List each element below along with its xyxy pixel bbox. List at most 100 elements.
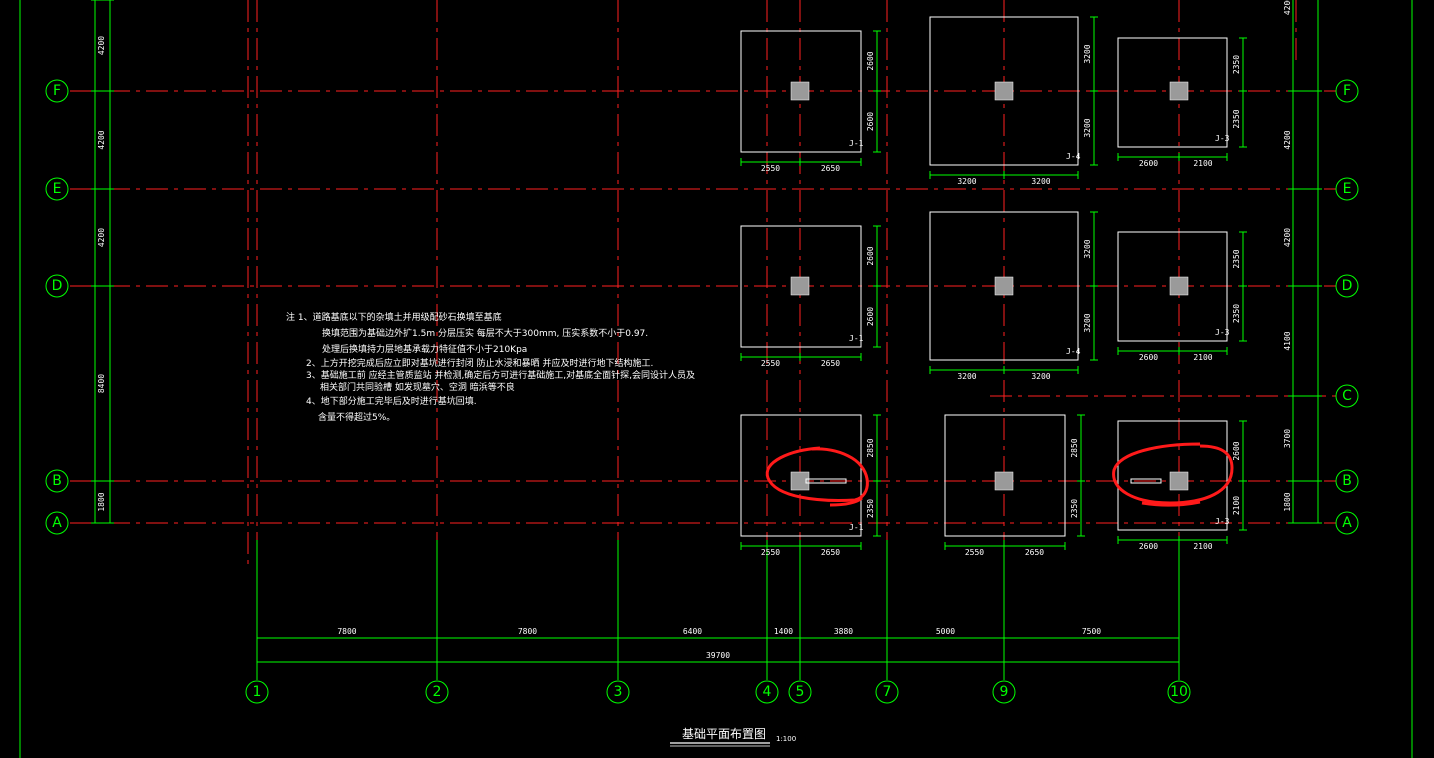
axis-bubble-D: [45, 274, 69, 298]
note-line: 换填范围为基础边外扩1.5m 分层压实 每层不大于300mm, 压实系数不小于0…: [322, 327, 648, 339]
footing-h-label: 2650: [1025, 548, 1044, 557]
footing-id: J-3: [1215, 328, 1230, 337]
axis-label-D: D: [1342, 278, 1353, 294]
note-line: 处理后换填持力层地基承载力特征值不小于210Kpa: [322, 343, 527, 355]
axis-bubble-F: [1335, 79, 1359, 103]
axis-label-B: B: [1342, 473, 1352, 489]
note-line: 4、地下部分施工完毕后及时进行基坑回填.: [306, 395, 477, 407]
footing-h-label: 2650: [821, 164, 840, 173]
axis-label-C: C: [1342, 388, 1352, 404]
footing-h-label: 2550: [761, 164, 780, 173]
footing-v-label: 2600: [866, 307, 875, 326]
axis-label-E: E: [53, 181, 62, 197]
footing-v-label: 2350: [1232, 249, 1241, 268]
footing-id: J-3: [1215, 517, 1230, 526]
footing-outline: [1117, 37, 1228, 148]
bottom-dim-label: 5000: [936, 627, 955, 636]
footing-id: J-1: [849, 334, 864, 343]
axis-bubble-D: [1335, 274, 1359, 298]
footing-v-label: 2350: [1232, 109, 1241, 128]
footing-h-label: 2550: [965, 548, 984, 557]
drawing-title: 基础平面布置图: [682, 727, 766, 741]
axis-lines: [70, 0, 1336, 570]
footing-v-label: 3200: [1083, 118, 1092, 137]
left-dim-label: 1800: [97, 492, 106, 511]
footing-h-label: 2600: [1139, 542, 1158, 551]
right-dim-label: 4200: [1283, 0, 1292, 15]
footing-h-label: 2650: [821, 548, 840, 557]
footing-id: J-1: [849, 139, 864, 148]
axis-label-4: 4: [763, 684, 772, 700]
footing-h-label: 3200: [1031, 372, 1050, 381]
note-line: 2、上方开挖完成后应立即对基坑进行封闭 防止水浸和暴晒 并应及时进行地下结构施工…: [306, 357, 653, 369]
axis-label-A: A: [52, 515, 62, 531]
axis-bubble-E: [1335, 177, 1359, 201]
axis-label-3: 3: [614, 684, 623, 700]
drawing-title-block: 基础平面布置图 1:100: [670, 727, 796, 747]
right-dim-label: 4200: [1283, 228, 1292, 247]
footing-v-label: 2100: [1232, 496, 1241, 515]
footing-outline: [1117, 231, 1228, 342]
axis-label-9: 9: [1000, 684, 1009, 700]
note-line: 相关部门共同验槽 如发现墓穴、空洞 暗浜等不良: [320, 381, 515, 393]
footing-v-label: 3200: [1083, 44, 1092, 63]
axis-label-1: 1: [253, 684, 262, 700]
left-dim-label: 4200: [97, 36, 106, 55]
axis-label-B: B: [52, 473, 62, 489]
axis-label-2: 2: [433, 684, 442, 700]
footing-outline: [740, 225, 862, 348]
footing-h-label: 2550: [761, 359, 780, 368]
footing-h-label: 3200: [1031, 177, 1050, 186]
footing-id: J-1: [849, 523, 864, 532]
footing-outline: [944, 414, 1066, 537]
footing-outline: [929, 16, 1079, 166]
column-square: [790, 276, 810, 296]
footing-v-label: 2350: [1232, 55, 1241, 74]
footing-h-label: 2100: [1193, 353, 1212, 362]
footing-h-label: 3200: [957, 372, 976, 381]
footing-h-label: 2600: [1139, 353, 1158, 362]
axis-label-7: 7: [883, 684, 892, 700]
footing-h-label: 2550: [761, 548, 780, 557]
axis-label-D: D: [52, 278, 63, 294]
footing-outline: [740, 30, 862, 153]
bottom-total-label: 39700: [706, 651, 730, 660]
axis-label-E: E: [1343, 181, 1352, 197]
footing-v-label: 3200: [1083, 239, 1092, 258]
red-markup: [765, 442, 1234, 507]
column-square: [790, 471, 810, 491]
axis-bubble-A: [45, 511, 69, 535]
notes-block: 注 1、道路基底以下的杂填土并用级配砂石换填至基底 换填范围为基础边外扩1.5m…: [286, 311, 695, 423]
bottom-dim-label: 7500: [1082, 627, 1101, 636]
axis-label-10: 10: [1170, 684, 1188, 700]
axis-bubble-9: [992, 680, 1016, 704]
bottom-dim-label: 7800: [337, 627, 356, 636]
axis-bubble-3: [606, 680, 630, 704]
axis-bubble-F: [45, 79, 69, 103]
footing-v-label: 3200: [1083, 313, 1092, 332]
note-line: 注 1、道路基底以下的杂填土并用级配砂石换填至基底: [286, 311, 502, 323]
axis-label-A: A: [1342, 515, 1352, 531]
footing-v-label: 2600: [866, 51, 875, 70]
column-square: [1169, 276, 1189, 296]
footing-v-label: 2850: [866, 438, 875, 457]
footing-id: J-3: [1215, 134, 1230, 143]
right-dim-label: 1800: [1283, 492, 1292, 511]
axis-bubble-C: [1335, 384, 1359, 408]
footing-outline: [929, 211, 1079, 361]
footing-v-label: 2600: [1232, 441, 1241, 460]
left-dim-label: 8400: [97, 374, 106, 393]
column-square: [994, 471, 1014, 491]
axis-bubble-1: [245, 680, 269, 704]
footing-h-label: 2600: [1139, 159, 1158, 168]
footing-outline: [1117, 420, 1228, 531]
left-dim-label: 4200: [97, 130, 106, 149]
footing-v-label: 2600: [866, 112, 875, 131]
